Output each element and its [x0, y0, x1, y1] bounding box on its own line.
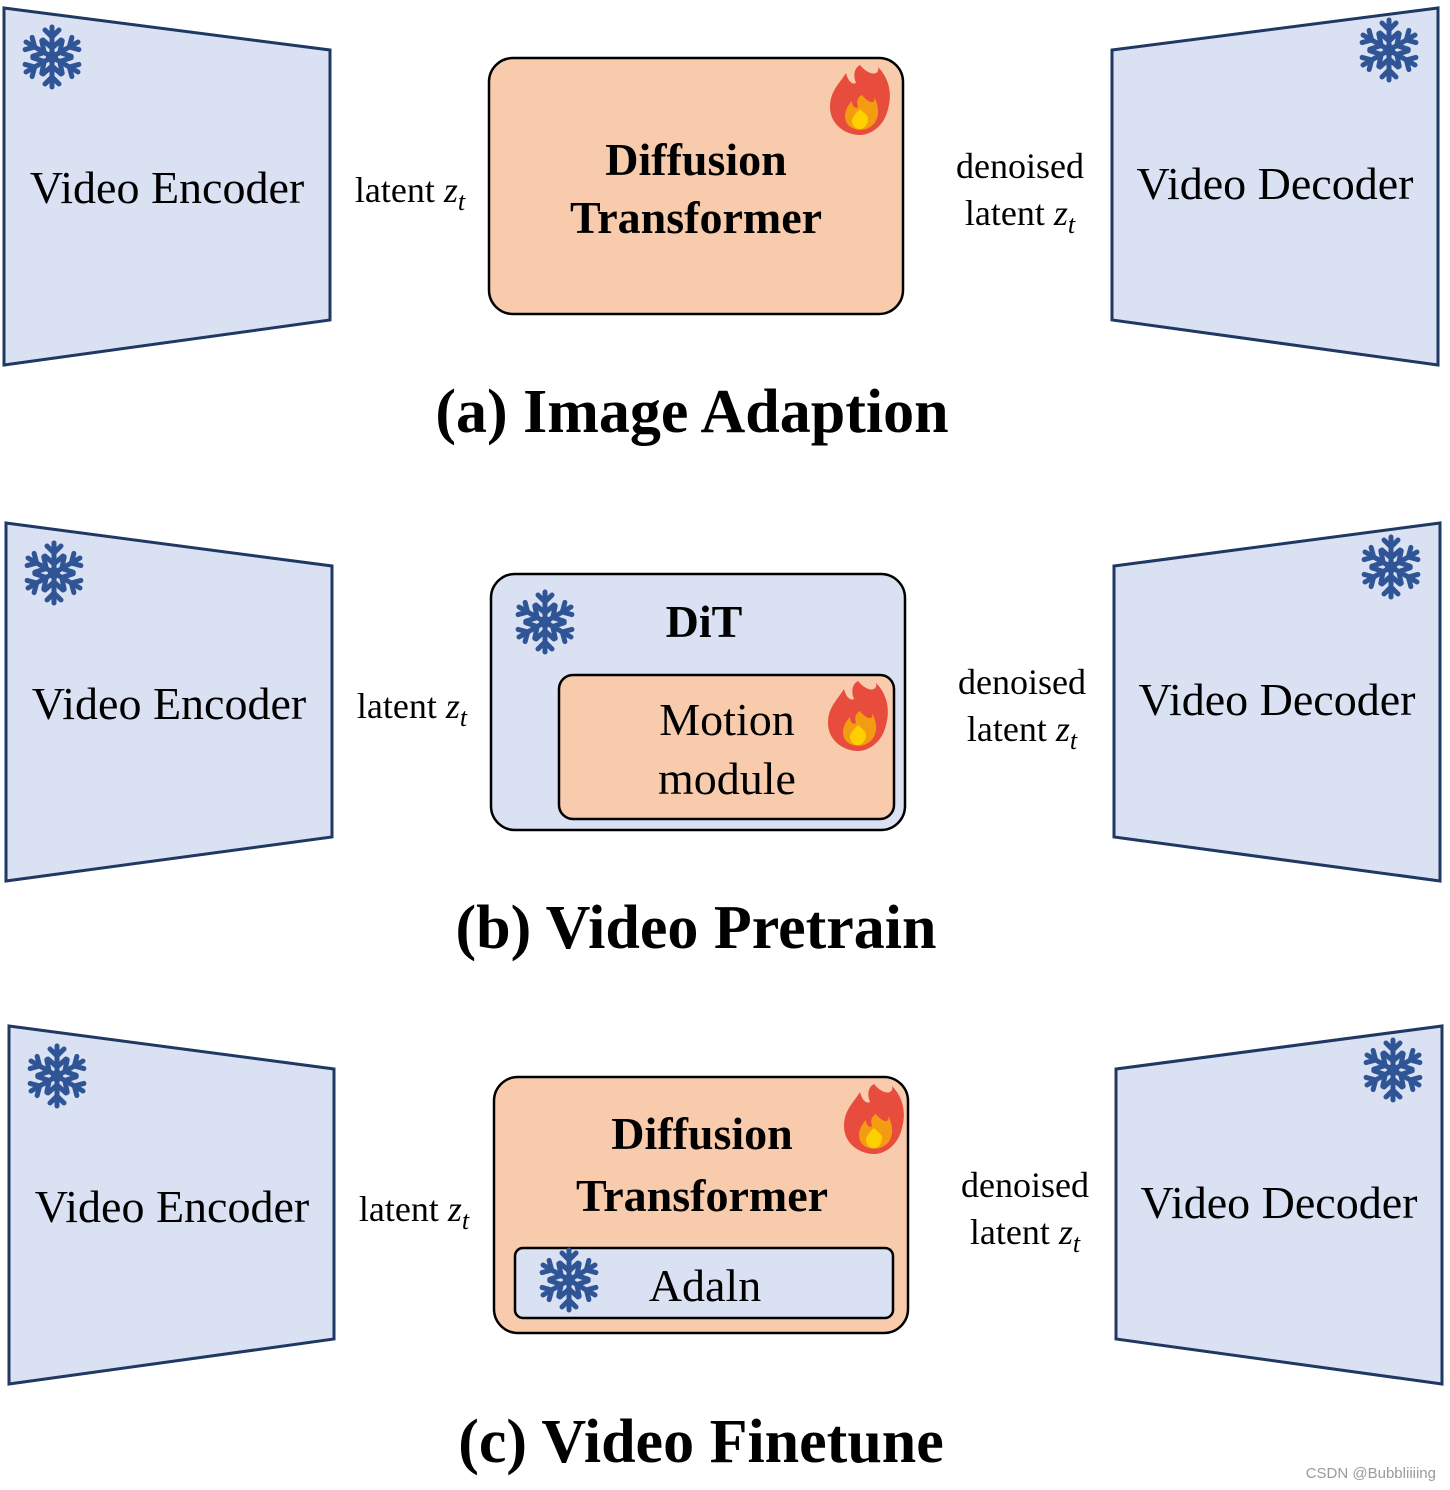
latent-word: latent	[357, 686, 446, 726]
caption-image-adaption: (a) Image Adaption	[435, 378, 948, 446]
motion-module-box	[557, 673, 896, 821]
denoised-latent-label: latent zt	[970, 1212, 1081, 1258]
video-encoder-label: Video Encoder	[35, 1181, 309, 1232]
video-decoder-block	[1110, 6, 1440, 367]
motion-label: Motion	[659, 694, 794, 745]
dit-label: DiT	[666, 596, 743, 647]
latent-word: latent	[355, 170, 444, 210]
snowflake-icon	[27, 1046, 88, 1106]
latent-subscript: t	[1068, 210, 1076, 239]
video-encoder-label: Video Encoder	[30, 162, 304, 213]
latent-variable: z	[1058, 1212, 1073, 1252]
video-encoder-block	[7, 1024, 336, 1386]
latent-variable: z	[1053, 193, 1068, 233]
latent-label: latent zt	[359, 1189, 470, 1235]
video-decoder-block	[1114, 1024, 1444, 1386]
diffusion-transformer-box	[487, 56, 905, 316]
latent-label: latent zt	[355, 170, 466, 216]
video-decoder-block	[1112, 521, 1442, 883]
adaln-box	[513, 1246, 895, 1320]
latent-subscript: t	[1073, 1229, 1081, 1258]
module-label: module	[658, 753, 796, 804]
adaln-label: Adaln	[649, 1260, 761, 1311]
caption-video-pretrain: (b) Video Pretrain	[455, 894, 936, 962]
snowflake-icon	[1363, 1040, 1424, 1100]
denoised-label: denoised	[958, 662, 1086, 702]
latent-subscript: t	[458, 187, 466, 216]
diffusion-label: Diffusion	[611, 1108, 792, 1159]
latent-subscript: t	[1070, 726, 1078, 755]
snowflake-icon	[1359, 20, 1420, 80]
latent-subscript: t	[460, 703, 468, 732]
video-encoder-label: Video Encoder	[32, 678, 306, 729]
video-decoder-label: Video Decoder	[1137, 158, 1414, 209]
diffusion-label: Diffusion	[605, 134, 786, 185]
video-decoder-label: Video Decoder	[1141, 1177, 1418, 1228]
latent-label: latent zt	[357, 686, 468, 732]
snowflake-icon	[24, 543, 85, 603]
snowflake-icon	[539, 1250, 600, 1310]
latent-word: latent	[965, 193, 1054, 233]
video-encoder-block	[4, 521, 334, 883]
watermark: CSDN @Bubbliiiing	[1305, 1465, 1436, 1482]
snowflake-icon	[515, 592, 576, 652]
denoised-label: denoised	[961, 1165, 1089, 1205]
panel-video-pretrain: Video Encoder latent zt DiT Motion modul…	[4, 521, 1442, 962]
denoised-latent-label: latent zt	[965, 193, 1076, 239]
caption-video-finetune: (c) Video Finetune	[458, 1408, 944, 1476]
transformer-label: Transformer	[576, 1170, 828, 1221]
latent-variable: z	[1055, 709, 1070, 749]
latent-word: latent	[359, 1189, 448, 1229]
panel-image-adaption: Video Encoder latent zt Diffusion Transf…	[2, 6, 1440, 446]
panel-video-finetune: Video Encoder latent zt Diffusion Transf…	[7, 1024, 1444, 1476]
video-encoder-block	[2, 6, 332, 367]
latent-variable: z	[443, 170, 458, 210]
latent-variable: z	[447, 1189, 462, 1229]
video-decoder-label: Video Decoder	[1139, 674, 1416, 725]
denoised-label: denoised	[956, 146, 1084, 186]
latent-word: latent	[967, 709, 1056, 749]
snowflake-icon	[22, 27, 83, 87]
denoised-latent-label: latent zt	[967, 709, 1078, 755]
snowflake-icon	[1361, 537, 1422, 597]
latent-word: latent	[970, 1212, 1059, 1252]
transformer-label: Transformer	[570, 192, 822, 243]
latent-variable: z	[445, 686, 460, 726]
latent-subscript: t	[462, 1206, 470, 1235]
